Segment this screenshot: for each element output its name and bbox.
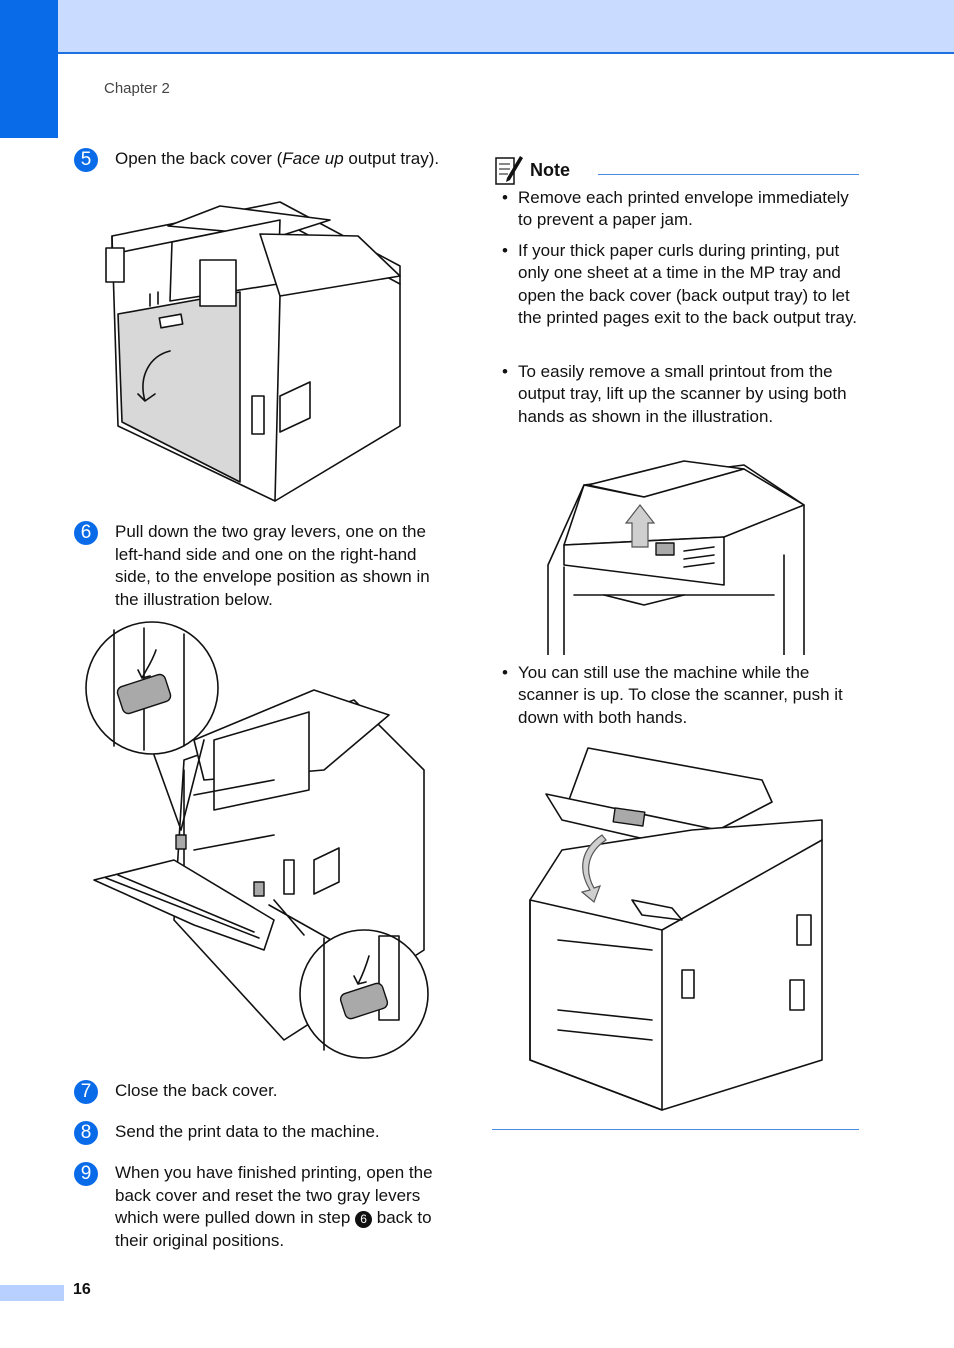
step-number: 7 xyxy=(74,1080,98,1104)
scanner-up-illustration xyxy=(529,747,823,1111)
gray-levers-illustration xyxy=(85,621,429,1059)
step-6: 6 Pull down the two gray levers, one on … xyxy=(74,521,444,611)
step-text: Pull down the two gray levers, one on th… xyxy=(115,522,430,609)
note-bullet: •You can still use the machine while the… xyxy=(502,663,843,727)
note-end-rule xyxy=(492,1129,859,1130)
lift-scanner-illustration xyxy=(547,460,805,655)
page-header-bar xyxy=(0,0,954,54)
note-bullet: •Remove each printed envelope immediatel… xyxy=(502,188,849,230)
back-cover-open-illustration xyxy=(105,201,401,502)
footer-tab xyxy=(0,1285,64,1301)
chapter-label: Chapter 2 xyxy=(104,80,170,97)
step-text: When you have finished printing, open th… xyxy=(115,1163,433,1250)
note-rule xyxy=(598,174,859,175)
chapter-tab xyxy=(0,0,58,138)
step-text: Open the back cover (Face up output tray… xyxy=(115,149,440,168)
note-pencil-icon xyxy=(495,156,523,185)
step-8: 8 Send the print data to the machine. xyxy=(74,1121,444,1145)
step-text: Send the print data to the machine. xyxy=(115,1122,380,1141)
step-number: 5 xyxy=(74,148,98,172)
note-header: Note xyxy=(494,152,859,186)
step-reference: 6 xyxy=(355,1211,373,1228)
step-number: 8 xyxy=(74,1121,98,1145)
step-7: 7 Close the back cover. xyxy=(74,1080,444,1104)
step-number: 9 xyxy=(74,1162,98,1186)
note-bullet: •If your thick paper curls during printi… xyxy=(502,241,857,327)
step-number: 6 xyxy=(74,521,98,545)
note-bullet: •To easily remove a small printout from … xyxy=(502,362,847,426)
step-text: Close the back cover. xyxy=(115,1081,278,1100)
step-9: 9 When you have finished printing, open … xyxy=(74,1162,444,1252)
step-5: 5 Open the back cover (Face up output tr… xyxy=(74,148,444,172)
note-title: Note xyxy=(530,160,570,180)
page-number: 16 xyxy=(73,1281,91,1298)
